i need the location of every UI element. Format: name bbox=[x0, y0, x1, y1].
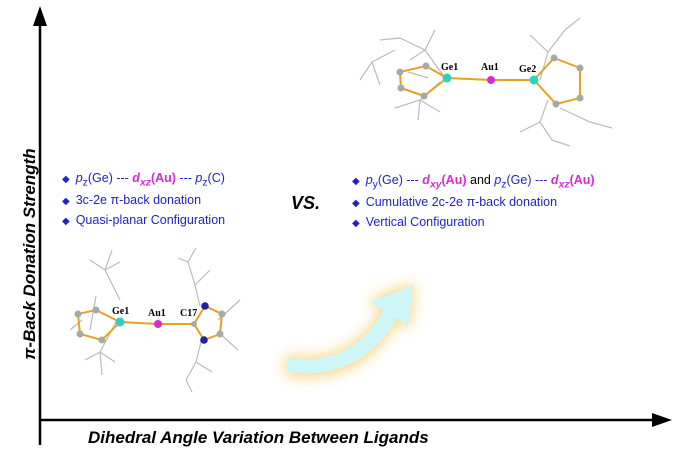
right-molecule bbox=[359, 17, 613, 147]
left-bullet-donation: ◆3c-2e π-back donation bbox=[62, 193, 202, 207]
x-axis bbox=[40, 413, 672, 427]
diamond-bullet-icon: ◆ bbox=[62, 216, 70, 227]
left-molecule-atoms bbox=[74, 302, 226, 344]
diamond-bullet-icon: ◆ bbox=[62, 174, 70, 185]
y-axis-label: π-Back Donation Strength bbox=[20, 148, 39, 360]
left-bullet-orbitals: ◆pz(Ge) --- dxz(Au) --- pz(C) bbox=[62, 171, 225, 189]
curved-arrow-icon bbox=[285, 282, 415, 378]
x-axis-label: Dihedral Angle Variation Between Ligands bbox=[88, 428, 429, 447]
diamond-bullet-icon: ◆ bbox=[62, 196, 70, 207]
right-molecule-ligands bbox=[359, 17, 613, 147]
right-atom-label-au1: Au1 bbox=[481, 62, 499, 73]
left-bullet-configuration: ◆Quasi-planar Configuration bbox=[62, 213, 226, 227]
right-atom-label-ge1: Ge1 bbox=[441, 62, 459, 73]
right-molecule-atoms bbox=[396, 54, 584, 108]
left-atom-label-ge1: Ge1 bbox=[112, 306, 130, 317]
right-bullet-orbitals: ◆py(Ge) --- dxy(Au) and pz(Ge) --- dxz(A… bbox=[352, 173, 595, 191]
diamond-bullet-icon: ◆ bbox=[352, 198, 360, 209]
diamond-bullet-icon: ◆ bbox=[352, 176, 360, 187]
right-molecule-bonds bbox=[398, 56, 581, 106]
vs-label: VS. bbox=[291, 193, 321, 213]
right-atom-label-ge2: Ge2 bbox=[519, 64, 537, 75]
left-molecule-ligands bbox=[69, 247, 241, 393]
left-molecule bbox=[69, 247, 241, 393]
right-bullet-configuration: ◆Vertical Configuration bbox=[352, 215, 485, 229]
left-atom-label-c17: C17 bbox=[180, 308, 198, 319]
right-bullet-donation: ◆Cumulative 2c-2e π-back donation bbox=[352, 195, 558, 209]
left-atom-label-au1: Au1 bbox=[148, 308, 166, 319]
diamond-bullet-icon: ◆ bbox=[352, 218, 360, 229]
y-axis bbox=[33, 6, 47, 445]
